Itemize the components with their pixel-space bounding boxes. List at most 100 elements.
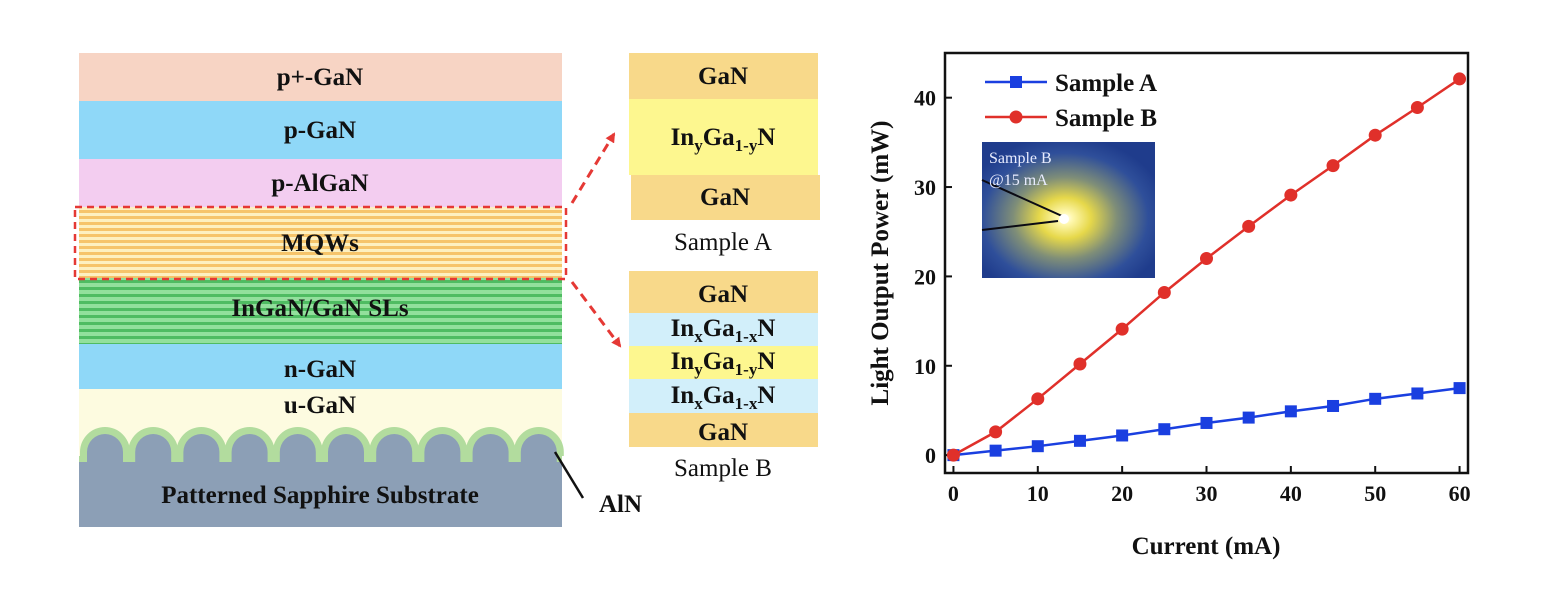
label-u-gan: u-GaN: [284, 392, 356, 419]
data-point-sample-a: [1242, 411, 1255, 424]
sample-a-label-1: GaN: [698, 63, 748, 90]
label-p-algan: p-AlGaN: [271, 170, 368, 197]
sapphire-substrate: [79, 434, 562, 527]
data-point-sample-a: [1158, 423, 1171, 436]
sl-stripe: [79, 301, 562, 304]
x-tick-label: 50: [1364, 481, 1386, 506]
layer-p-algan: [79, 159, 562, 207]
legend-marker-b: [1009, 110, 1023, 124]
sample-b-label-4: InxGa1-xN: [671, 382, 776, 413]
sample-b-label-5: GaN: [698, 419, 748, 446]
data-point-sample-b: [1242, 219, 1256, 233]
legend-label-a: Sample A: [1055, 70, 1157, 97]
data-point-sample-b: [1368, 128, 1382, 142]
mqw-stripe: [79, 270, 562, 273]
sample-b-layer-1: [629, 271, 818, 313]
sample-b-layer-5: [629, 413, 818, 447]
data-point-sample-b: [1200, 252, 1213, 266]
sample-b-structure: GaN InxGa1-xN InyGa1-yN InxGa1-xN GaN Sa…: [629, 271, 818, 482]
legend-marker-a: [1010, 76, 1022, 88]
sample-b-layer-2: [629, 313, 818, 346]
mqw-stripe: [79, 246, 562, 249]
mqw-stripe: [79, 276, 562, 278]
mqw-stripe: [79, 258, 562, 261]
data-point-sample-b: [946, 448, 960, 462]
x-tick-label: 10: [1027, 481, 1049, 506]
data-point-sample-b: [1157, 285, 1171, 299]
sample-a-label-3: GaN: [700, 184, 750, 211]
x-tick-label: 20: [1111, 481, 1133, 506]
data-point-sample-a: [1031, 440, 1044, 453]
data-point-sample-a: [1411, 387, 1424, 400]
y-tick-label: 10: [914, 354, 936, 379]
sample-b-label-1: GaN: [698, 281, 748, 308]
sl-stripe: [79, 322, 562, 325]
data-point-sample-a: [1369, 392, 1382, 405]
sl-stripe: [79, 336, 562, 339]
x-tick-label: 30: [1196, 481, 1218, 506]
inset-text-line1: Sample B: [989, 150, 1052, 167]
data-point-sample-a: [1327, 399, 1340, 412]
y-axis-title: Light Output Power (mW): [867, 121, 894, 406]
sample-a-label-2: InyGa1-yN: [671, 124, 776, 155]
probe-needle-lower: [981, 220, 1059, 231]
data-point-sample-a: [1073, 434, 1086, 447]
sl-stripe: [79, 329, 562, 332]
data-point-sample-b: [1453, 72, 1467, 86]
x-tick-label: 60: [1449, 481, 1471, 506]
label-p-plus-gan: p+-GaN: [277, 64, 363, 91]
data-point-sample-a: [1116, 429, 1129, 442]
y-tick-label: 30: [914, 175, 936, 200]
sample-b-caption: Sample B: [674, 455, 772, 482]
sample-a-layer-2: [629, 99, 818, 175]
mqw-stripes: [79, 210, 562, 278]
x-axis-title: Current (mA): [1132, 533, 1281, 560]
data-point-sample-b: [1410, 101, 1424, 115]
sl-stripe: [79, 343, 562, 344]
arrow-to-sample-b: [570, 281, 622, 348]
sample-b-layer-4: [629, 379, 818, 413]
sl-stripes: [79, 280, 562, 344]
mqw-stripe: [79, 234, 562, 237]
data-point-sample-b: [1115, 322, 1129, 336]
data-point-sample-a: [1284, 405, 1297, 418]
emission-spot: [1059, 214, 1069, 224]
mqw-stripe: [79, 222, 562, 225]
inset-photo: Sample B @15 mA: [981, 142, 1155, 278]
sample-b-label-3: InyGa1-yN: [671, 348, 776, 379]
sl-stripe: [79, 287, 562, 290]
layer-n-gan: [79, 344, 562, 389]
sl-stripe: [79, 294, 562, 297]
y-tick-label: 20: [914, 264, 936, 289]
legend: Sample A Sample B: [985, 70, 1157, 132]
sample-a-layer-1: [629, 53, 818, 99]
chart-series: [946, 72, 1467, 462]
mqw-stripe: [79, 210, 562, 213]
sample-a-structure: GaN InyGa1-yN GaN Sample A: [629, 53, 820, 256]
sl-stripe: [79, 308, 562, 311]
sample-a-layer-3: [631, 175, 820, 220]
aln-pointer: [553, 451, 585, 499]
layer-p-gan: [79, 101, 562, 159]
data-point-sample-b: [1031, 392, 1045, 406]
label-sapphire: Patterned Sapphire Substrate: [161, 482, 479, 509]
data-point-sample-a: [1453, 382, 1466, 395]
mqw-highlight-box: [73, 205, 568, 281]
label-mqws: MQWs: [281, 230, 359, 257]
data-point-sample-a: [1200, 416, 1213, 429]
sample-b-layer-3: [629, 346, 818, 379]
sl-stripe: [79, 315, 562, 318]
mqw-stripe: [79, 228, 562, 231]
mqw-stripe: [79, 240, 562, 243]
inset-text-line2: @15 mA: [989, 172, 1048, 189]
mqw-stripe: [79, 216, 562, 219]
mqw-stripe: [79, 264, 562, 267]
legend-label-b: Sample B: [1055, 105, 1157, 132]
label-superlattice: InGaN/GaN SLs: [231, 295, 408, 322]
sl-stripe: [79, 280, 562, 283]
sample-b-label-2: InxGa1-xN: [671, 315, 776, 346]
sample-a-caption: Sample A: [674, 229, 772, 256]
mqw-stripe: [79, 252, 562, 255]
